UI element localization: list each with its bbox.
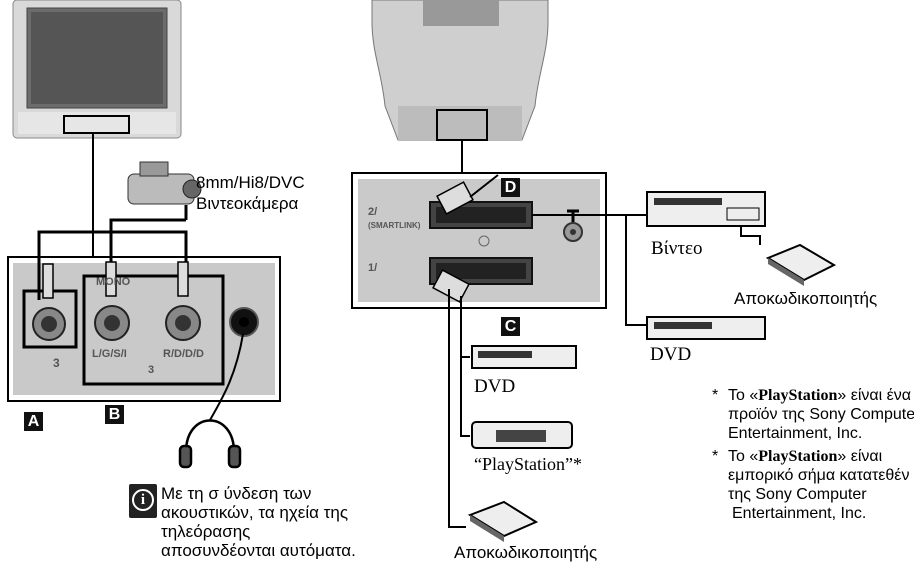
decoder-bottom-label: Αποκωδικοποιητής (454, 543, 597, 562)
vcr-label: Βίντεο (651, 238, 703, 259)
audio-right-label: R/D/D/D (163, 348, 204, 360)
decoder-top-illustration (768, 245, 834, 286)
audio-left-jack (95, 306, 129, 340)
vcr-illustration (647, 192, 765, 226)
footnote-1-line-2: προϊόν της Sony Computer (728, 406, 914, 424)
playstation-label: “PlayStation”* (474, 454, 582, 474)
footnote-2-line-1: Το «PlayStation» είναι (728, 448, 882, 466)
scart-1-label: 1/ (368, 262, 377, 274)
smartlink-label: (SMARTLINK) (368, 222, 420, 231)
tv-rear-illustration (372, 0, 548, 140)
info-icon: i (129, 484, 157, 518)
note-line-3: τηλεόρασης (161, 522, 250, 541)
footnote-2-star: * (712, 448, 718, 466)
label-a: A (24, 412, 43, 431)
camcorder-format-label: 8mm/Hi8/DVC (196, 173, 305, 192)
dvd-right-illustration (647, 317, 765, 339)
footnote-1-star: * (712, 387, 718, 405)
playstation-illustration (472, 422, 572, 448)
input-3-label: 3 (53, 357, 60, 370)
label-d: D (501, 178, 520, 197)
audio-right-jack (166, 306, 200, 340)
dvd-bottom-label: DVD (474, 376, 515, 397)
dvd-bottom-illustration (472, 346, 576, 368)
headphone-jack (230, 308, 258, 336)
note-line-2: ακουστικών, τα ηχεία της (161, 503, 348, 522)
note-line-4: αποσυνδέονται αυτόματα. (161, 541, 356, 560)
footnote-2-line-4: Entertainment, Inc. (732, 505, 866, 523)
camcorder-label: Βιντεοκάμερα (196, 194, 298, 213)
footnote-1-line-3: Entertainment, Inc. (728, 425, 862, 443)
headphones-illustration (180, 421, 240, 468)
video-jack (33, 308, 65, 340)
audio-left-label: L/G/S/I (92, 348, 127, 360)
note-line-1: Με τη σ ύνδεση των (161, 484, 311, 503)
audio-input-3-label: 3 (148, 364, 154, 376)
label-b: B (105, 405, 124, 424)
footnote-1-line-1: Το «PlayStation» είναι ένα (728, 387, 911, 405)
mono-label: MONO (96, 276, 130, 288)
tv-front-illustration (13, 0, 181, 138)
camcorder-illustration (128, 162, 201, 204)
decoder-bottom-illustration (470, 502, 536, 542)
dvd-right-label: DVD (650, 344, 691, 365)
label-c: C (501, 317, 520, 336)
scart-2-label: 2/ (368, 206, 377, 218)
footnote-2-line-2: εμπορικό σήμα κατατεθέν (728, 467, 909, 485)
decoder-top-label: Αποκωδικοποιητής (734, 289, 877, 308)
footnote-2-line-3: της Sony Computer (728, 486, 867, 504)
